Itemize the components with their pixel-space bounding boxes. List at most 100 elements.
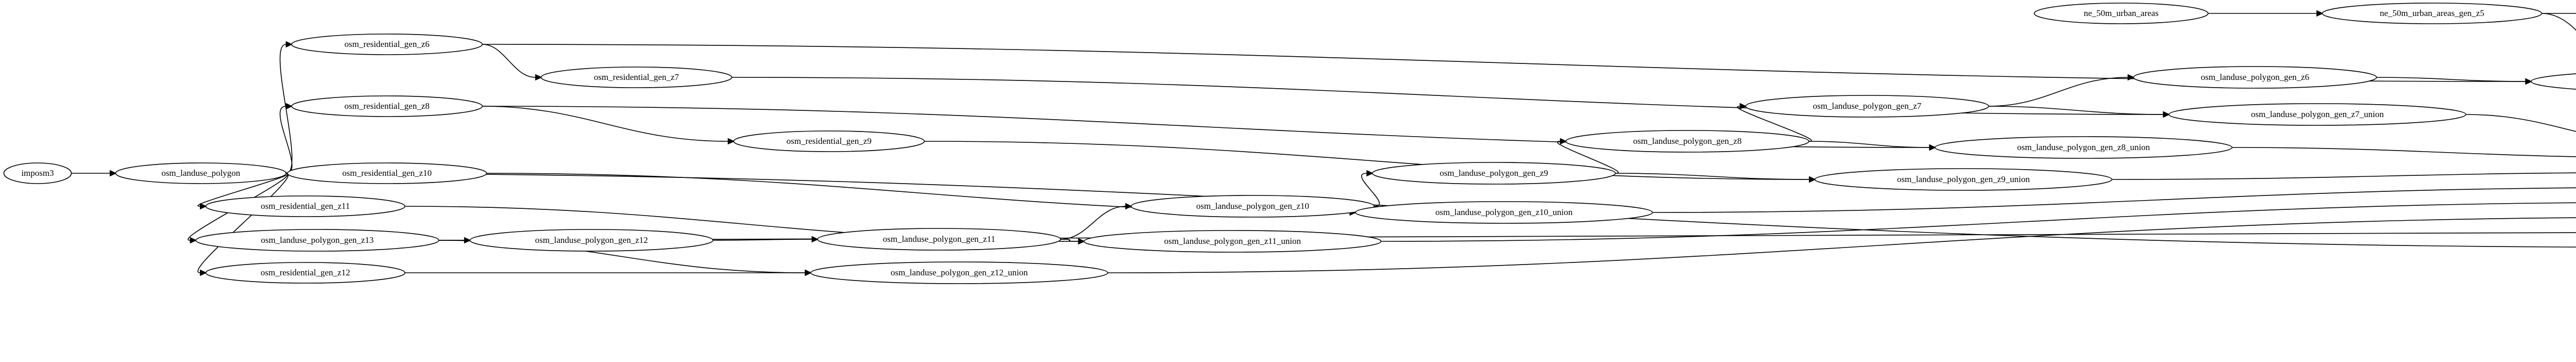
edge-arrowhead-icon	[285, 41, 293, 48]
node-label: osm_residential_gen_z7	[594, 72, 680, 82]
node-label: osm_residential_gen_z6	[345, 39, 430, 49]
node-ellipse	[2133, 66, 2377, 89]
graph-node-osm_landuse_polygon_gen_z8[interactable]: osm_landuse_polygon_gen_z8	[1565, 130, 1809, 153]
node-label: ne_50m_urban_areas	[2083, 8, 2158, 18]
graph-node-osm_landuse_polygon_gen_z10_union[interactable]: osm_landuse_polygon_gen_z10_union	[1355, 201, 1653, 224]
node-ellipse	[810, 261, 1108, 284]
graph-node-ne_50m_urban_areas_gen_z5[interactable]: ne_50m_urban_areas_gen_z5	[2321, 3, 2543, 24]
graph-edge	[1988, 77, 2128, 107]
node-label: osm_landuse_polygon_gen_z9_union	[1897, 174, 2030, 184]
graph-node-osm_residential_gen_z11[interactable]: osm_residential_gen_z11	[205, 195, 405, 217]
graph-node-osm_landuse_polygon_gen_z9[interactable]: osm_landuse_polygon_gen_z9	[1372, 162, 1616, 185]
node-label: osm_landuse_polygon_gen_z13	[261, 235, 374, 245]
node-label: ne_50m_urban_areas_gen_z5	[2380, 8, 2484, 18]
graph-edge	[1988, 106, 2163, 115]
node-ellipse	[291, 95, 483, 117]
graph-edge	[438, 232, 2576, 241]
node-label: osm_residential_gen_z11	[261, 201, 350, 211]
node-ellipse	[2321, 3, 2543, 24]
node-ellipse	[1083, 230, 1382, 253]
edge-arrowhead-icon	[1078, 238, 1086, 245]
node-ellipse	[1130, 195, 1375, 218]
node-ellipse	[733, 130, 925, 152]
graph-node-osm_landuse_polygon_gen_z12_union[interactable]: osm_landuse_polygon_gen_z12_union	[810, 261, 1108, 284]
node-ellipse	[1355, 201, 1653, 224]
node-label: osm_landuse_polygon_gen_z11_union	[1164, 236, 1301, 246]
nodes-layer: imposm3 osm_landuse_polygon osm_residentia…	[3, 3, 2576, 284]
graph-edge	[1652, 187, 2576, 213]
edge-arrowhead-icon	[1809, 176, 1816, 183]
graph-edge	[1557, 141, 1619, 174]
edge-arrowhead-icon	[2316, 10, 2324, 17]
node-ellipse	[205, 195, 405, 217]
graph-node-osm_landuse_polygon_gen_z8_union[interactable]: osm_landuse_polygon_gen_z8_union	[1935, 136, 2233, 159]
node-ellipse	[469, 229, 714, 252]
node-ellipse	[287, 162, 487, 184]
graph-node-osm_residential_gen_z7[interactable]: osm_residential_gen_z7	[540, 67, 733, 88]
graph-edge	[1361, 173, 1380, 207]
graph-node-osm_residential_gen_z8[interactable]: osm_residential_gen_z8	[291, 95, 483, 117]
node-ellipse	[291, 34, 483, 55]
graph-node-imposm3[interactable]: imposm3	[3, 162, 72, 184]
node-label: osm_landuse_polygon	[161, 168, 240, 178]
graph-edge	[482, 106, 728, 142]
node-label: osm_residential_gen_z9	[786, 136, 871, 146]
node-ellipse	[1372, 162, 1616, 185]
graph-node-osm_landuse_polygon_gen_z7_union[interactable]: osm_landuse_polygon_gen_z7_union	[2168, 103, 2467, 126]
node-ellipse	[1745, 95, 1989, 118]
graph-node-osm_residential_gen_z10[interactable]: osm_residential_gen_z10	[287, 162, 487, 184]
node-ellipse	[1814, 168, 2112, 191]
edge-arrowhead-icon	[1929, 144, 1937, 151]
graph-edge	[1381, 202, 2576, 242]
graph-node-osm_landuse_polygon_gen_z6[interactable]: osm_landuse_polygon_gen_z6	[2133, 66, 2377, 89]
node-ellipse	[205, 262, 405, 284]
node-label: osm_landuse_polygon_gen_z8	[1633, 136, 1742, 146]
graph-node-osm_landuse_polygon_gen_z10[interactable]: osm_landuse_polygon_gen_z10	[1130, 195, 1375, 218]
edge-arrowhead-icon	[190, 237, 197, 244]
node-label: osm_landuse_polygon_gen_z12	[535, 235, 648, 245]
node-ellipse	[2033, 3, 2209, 24]
edge-arrowhead-icon	[200, 269, 207, 276]
graph-node-osm_landuse_polygon_gen_z13[interactable]: osm_landuse_polygon_gen_z13	[195, 229, 439, 252]
node-label: imposm3	[21, 168, 54, 178]
graph-node-osm_residential_gen_z6[interactable]: osm_residential_gen_z6	[291, 34, 483, 55]
node-label: osm_landuse_polygon_gen_z11	[883, 234, 995, 244]
node-ellipse	[3, 162, 72, 184]
node-ellipse	[817, 228, 1061, 251]
node-label: osm_landuse_polygon_gen_z7	[1813, 101, 1922, 111]
graph-edge	[482, 44, 536, 78]
node-label: osm_residential_gen_z8	[345, 101, 430, 111]
node-label: osm_residential_gen_z12	[261, 268, 350, 277]
graph-edge	[2112, 172, 2576, 180]
graph-node-osm_landuse_polygon_gen_z7[interactable]: osm_landuse_polygon_gen_z7	[1745, 95, 1989, 118]
node-label: osm_landuse_polygon_gen_z8_union	[2017, 142, 2150, 152]
node-ellipse	[540, 67, 733, 88]
graph-node-ne_50m_urban_areas[interactable]: ne_50m_urban_areas	[2033, 3, 2209, 24]
graph-node-osm_residential_gen_z12[interactable]: osm_residential_gen_z12	[205, 262, 405, 284]
node-label: osm_landuse_polygon_gen_z10_union	[1435, 207, 1573, 217]
graph-edge	[2232, 147, 2576, 157]
graph-node-osm_residential_gen_z9[interactable]: osm_residential_gen_z9	[733, 130, 925, 152]
graph-edge	[197, 173, 289, 273]
node-ellipse	[1565, 130, 1809, 153]
graph-edge	[924, 141, 1809, 180]
edge-arrowhead-icon	[727, 138, 735, 145]
graph-node-osm_landuse_polygon_gen_z11_union[interactable]: osm_landuse_polygon_gen_z11_union	[1083, 230, 1382, 253]
edge-arrowhead-icon	[2525, 78, 2533, 85]
graph-edge	[1108, 217, 2576, 273]
node-label: osm_landuse_polygon_gen_z9	[1439, 168, 1548, 178]
node-label: osm_landuse_polygon_gen_z6	[2201, 72, 2310, 82]
graph-node-osm_landuse_polygon_gen_z12[interactable]: osm_landuse_polygon_gen_z12	[469, 229, 714, 252]
graph-node-osm_landuse_polygon_gen_z11[interactable]: osm_landuse_polygon_gen_z11	[817, 228, 1061, 251]
edge-arrowhead-icon	[1560, 138, 1567, 145]
edge-arrowhead-icon	[805, 269, 812, 276]
graph-edge	[197, 173, 289, 207]
graph-node-osm_landuse_polygon_gen_z9_union[interactable]: osm_landuse_polygon_gen_z9_union	[1814, 168, 2112, 191]
edge-arrowhead-icon	[1125, 203, 1132, 210]
graph-node-osm_landuse_polygon_gen_z6_union[interactable]: osm_landuse_polygon_gen_z6_union	[2531, 71, 2576, 92]
node-ellipse	[1935, 136, 2233, 159]
graph-edge	[1809, 141, 1929, 148]
graph-node-osm_landuse_polygon[interactable]: osm_landuse_polygon	[115, 162, 287, 184]
